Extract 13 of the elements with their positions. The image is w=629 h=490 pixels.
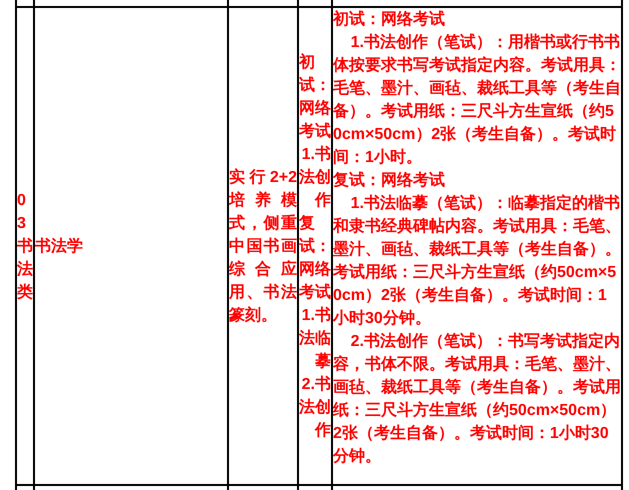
- exam-requirement-text: 1.书法创作（笔试）：用楷书或行书书体按要求书写考试指定内容。考试用具：毛笔、墨汁、画毡、裁纸工具等（考生自备）。考试用纸：三尺斗方生宣纸（约50cm×50cm）2张（考生自备）。考试时间：1小时。: [333, 32, 621, 168]
- exam-item-text: 初试：网络考试: [299, 54, 331, 140]
- major-name: 书法学: [35, 236, 84, 256]
- exam-item-text: 1.书法临摹: [299, 306, 331, 372]
- exam-requirement-text: 1.书法临摹（笔试）：临摹指定的楷书和隶书经典碑帖内容。考试用具：毛笔、墨汁、画毡、裁纸工具等（考生自备）。考试用纸：三尺斗方生宣纸（约50cm×50cm）2张（考生自备）。考试时间：1小时30分钟。: [333, 193, 621, 329]
- exam-item-text: 复试：网络考试: [299, 214, 331, 300]
- exam-item-text: 2.书法创作: [299, 374, 331, 440]
- exam-requirement-text: 2.书法创作（笔试）：书写考试指定内容，书体不限。考试用具：毛笔、墨汁、画毡、裁纸工具等（考生自备）。考试用纸：三尺斗方生宣纸（约50cm×50cm）2张（考生自备）。考试时间：1小时30分钟。: [333, 331, 621, 467]
- exam-item-text: 1.书法创作: [299, 144, 331, 210]
- exam-requirement-text: 初试：网络考试: [333, 9, 446, 30]
- category-label: 03书法类: [17, 190, 33, 302]
- training-description: 实行2+2培养模式，侧重中国书画综合应用、书法篆刻。: [229, 167, 297, 326]
- exam-requirement-text: 复试：网络考试: [333, 170, 446, 191]
